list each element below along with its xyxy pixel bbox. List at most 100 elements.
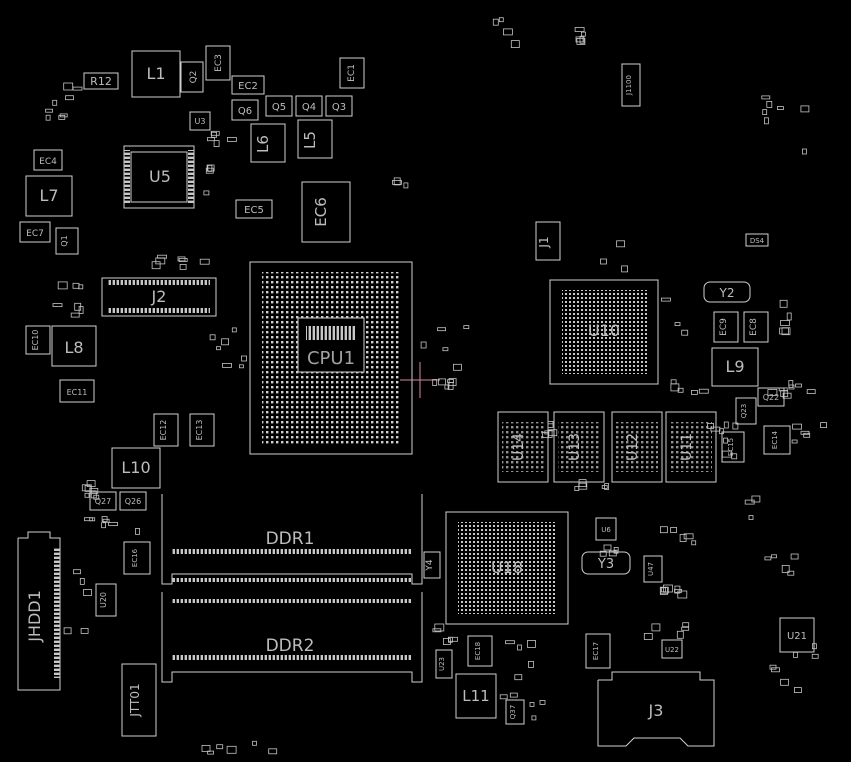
passive-component [108,522,118,526]
passive-component [438,378,446,386]
svg-text:U14: U14 [511,433,527,461]
q4-transistor: Q4 [295,95,323,117]
passive-component [498,17,504,23]
passive-component [613,549,619,554]
passive-component [52,99,58,106]
passive-component [52,303,63,308]
passive-component [492,18,499,26]
passive-component [89,487,99,494]
passive-component [787,570,795,576]
passive-component [226,137,237,142]
passive-component [575,36,584,43]
passive-component [65,95,74,101]
passive-component [723,437,728,444]
passive-component [579,35,585,44]
passive-component [771,554,777,559]
u21-chip: U21 [779,617,815,653]
passive-component [731,453,738,460]
passive-component [222,362,232,368]
svg-text:U12: U12 [625,433,641,461]
q27-transistor: Q27 [89,491,117,511]
u5-chip: U5 [123,145,195,209]
passive-component [101,516,108,522]
passive-component [80,628,89,634]
passive-component [86,480,96,488]
q3-transistor: Q3 [325,95,353,117]
j2-connector: J2 [101,277,217,317]
q2-transistor: Q2 [180,61,204,93]
svg-text:EC18: EC18 [474,642,482,660]
svg-text:L7: L7 [39,186,58,205]
svg-text:Q5: Q5 [272,102,286,113]
passive-component [793,652,798,658]
jtt01-connector: JTT01 [121,663,157,737]
passive-component [90,490,97,499]
ec17-capacitor: EC17 [585,633,611,669]
ec7-capacitor: EC7 [19,221,51,243]
svg-text:Y3: Y3 [597,557,614,572]
passive-component [79,578,85,585]
passive-component [660,526,668,534]
svg-text:EC7: EC7 [26,229,44,239]
passive-component [509,692,518,698]
svg-text:U47: U47 [647,562,655,576]
svg-text:U13: U13 [567,433,583,461]
passive-component [578,482,588,490]
passive-component [800,430,810,435]
passive-component [621,265,628,273]
passive-component [677,387,684,393]
ec15-capacitor: EC15 [721,431,745,463]
svg-text:Q23: Q23 [740,404,748,418]
q22-transistor: Q22 [757,387,785,407]
svg-text:EC2: EC2 [238,81,258,92]
svg-text:CPU1: CPU1 [307,348,355,369]
l7-inductor: L7 [25,175,73,217]
passive-component [659,586,669,594]
ddr1-slot: DDR1 [161,494,423,585]
passive-component [241,355,247,362]
passive-component [442,638,451,645]
svg-text:L9: L9 [725,357,744,376]
passive-component [788,384,795,390]
passive-component [800,105,810,113]
passive-component [539,700,546,705]
u47-chip: U47 [643,555,663,583]
passive-component [393,177,401,186]
passive-component [199,258,210,265]
passive-component [670,527,677,533]
svg-text:L1: L1 [146,64,165,83]
passive-component [604,483,609,490]
passive-component [178,258,188,262]
svg-text:U18: U18 [491,558,523,577]
passive-component [442,347,449,352]
passive-component [681,626,690,631]
passive-component [101,522,106,529]
u13-memory-chip: U13 [553,411,605,483]
passive-component [72,86,83,91]
svg-text:Y4: Y4 [425,559,435,571]
svg-text:U20: U20 [99,592,108,608]
svg-text:L8: L8 [64,338,83,357]
l5-inductor: L5 [297,119,333,159]
passive-component [216,744,224,750]
passive-component [767,389,778,396]
passive-component [600,258,607,265]
passive-component [670,383,680,392]
svg-text:EC16: EC16 [131,548,139,567]
passive-component [651,623,661,632]
passive-component [574,27,585,32]
ec4-capacitor: EC4 [33,149,63,171]
passive-component [786,312,792,321]
passive-component [58,115,66,120]
passive-component [542,432,549,439]
passive-component [517,644,522,651]
svg-text:EC1: EC1 [347,64,357,82]
passive-component [691,540,697,546]
svg-text:Q2: Q2 [189,71,199,84]
passive-component [84,517,93,522]
svg-text:U21: U21 [787,631,807,642]
svg-text:U3: U3 [195,117,206,126]
passive-component [764,117,769,125]
passive-component [764,556,772,561]
y2-crystal: Y2 [703,281,751,303]
